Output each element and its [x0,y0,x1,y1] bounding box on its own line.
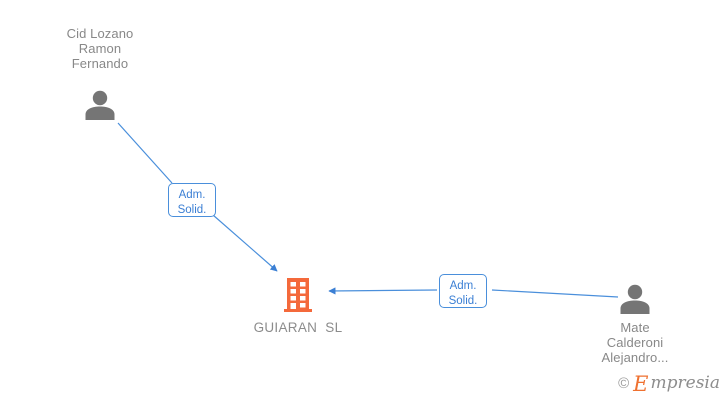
node-person-left-label: Cid Lozano Ramon Fernando [66,26,134,71]
copyright-icon: © [618,375,630,392]
person-icon [620,284,650,314]
person-icon [85,90,115,120]
watermark-brand-initial: E [633,372,649,396]
edge-label-adm-solid-right[interactable]: Adm. Solid. [439,274,487,308]
node-person-left[interactable]: Cid Lozano Ramon Fernando [40,26,160,126]
node-company-label: GUIARAN SL [253,320,343,335]
node-company[interactable]: GUIARAN SL [235,278,361,338]
node-person-right-label: Mate Calderoni Alejandro... [601,320,669,365]
node-person-right[interactable]: Mate Calderoni Alejandro... [575,284,695,365]
edge-right-segment-inner [328,287,438,295]
edge-left-segment-upper [117,122,173,184]
watermark-empresia: © E mpresia [618,372,721,396]
edge-right-segment-outer [491,289,619,298]
edge-label-adm-solid-left[interactable]: Adm. Solid. [168,183,216,217]
edge-left-segment-lower [212,214,278,272]
watermark-brand-rest: mpresia [650,373,721,393]
company-building-icon [284,278,312,312]
